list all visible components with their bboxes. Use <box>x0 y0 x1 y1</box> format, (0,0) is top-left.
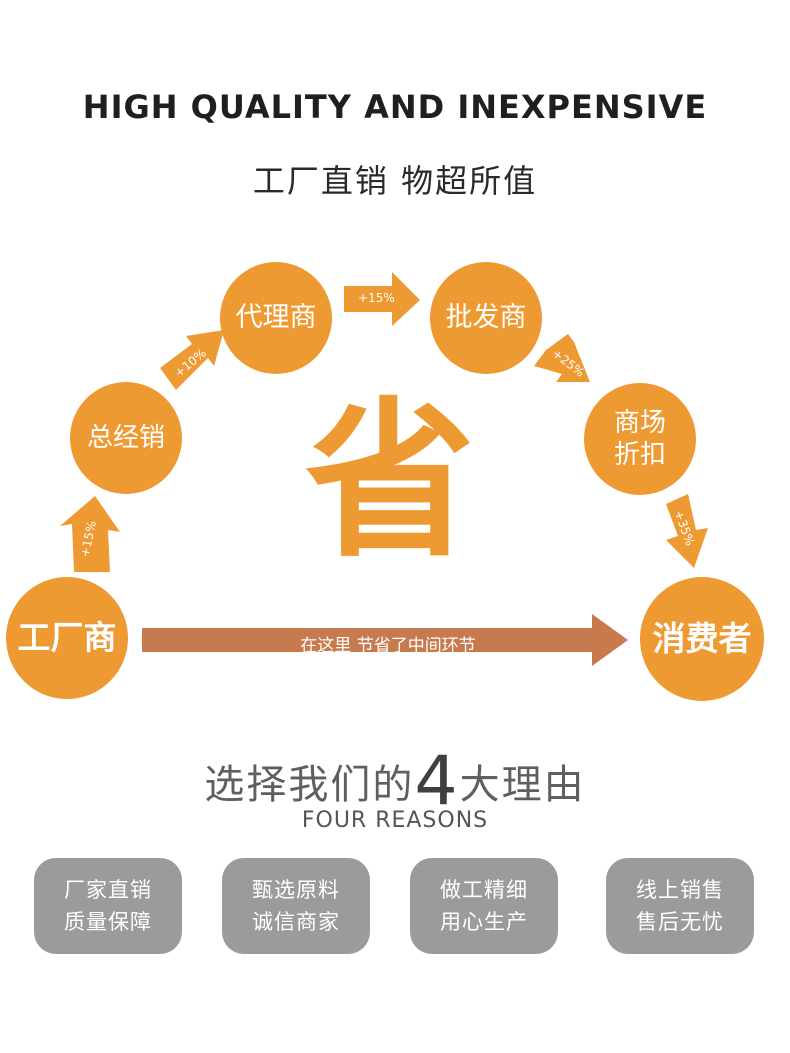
markup-arrow-4 <box>534 334 590 382</box>
reason-card-4: 线上销售 售后无忧 <box>606 858 754 954</box>
reasons-title: 选择我们的4大理由 <box>0 742 790 821</box>
node-mall-line1: 商场 <box>613 407 666 438</box>
markup-arrow-1 <box>60 496 120 572</box>
page-title: HIGH QUALITY AND INEXPENSIVE <box>82 88 708 126</box>
node-mall-discount: 商场 折扣 <box>584 383 696 495</box>
reason-card-line2: 用心生产 <box>440 910 528 934</box>
direct-arrow <box>142 614 628 666</box>
reason-card-3: 做工精细 用心生产 <box>410 858 558 954</box>
reason-card-line2: 诚信商家 <box>252 910 340 934</box>
page-subtitle: 工厂直销 物超所值 <box>252 162 538 200</box>
reason-card-line2: 售后无忧 <box>636 910 724 934</box>
markup-arrow-3 <box>344 272 420 326</box>
reasons-title-number: 4 <box>414 742 460 821</box>
save-character: 省 <box>304 383 475 581</box>
reason-card-line1: 线上销售 <box>636 878 724 902</box>
markup-arrow-5 <box>666 494 708 568</box>
node-wholesaler: 批发商 <box>430 262 542 374</box>
reason-card-line1: 做工精细 <box>440 878 528 902</box>
node-distributor: 总经销 <box>70 382 182 494</box>
direct-arrow-label: 在这里 节省了中间环节 <box>300 636 476 656</box>
node-mall-line2: 折扣 <box>613 440 666 470</box>
reason-card-line1: 厂家直销 <box>64 878 152 902</box>
node-factory: 工厂商 <box>6 577 128 699</box>
reason-card-line2: 质量保障 <box>64 910 152 934</box>
reason-card-2: 甄选原料 诚信商家 <box>222 858 370 954</box>
reasons-title-before: 选择我们的 <box>204 762 415 808</box>
reason-card-1: 厂家直销 质量保障 <box>34 858 182 954</box>
node-agent: 代理商 <box>220 262 332 374</box>
markup-arrow-2 <box>160 330 224 390</box>
reasons-title-after: 大理由 <box>459 762 586 808</box>
node-consumer: 消费者 <box>640 577 764 701</box>
markup-label-3: +15% <box>358 291 395 305</box>
reasons-subtitle: FOUR REASONS <box>301 808 489 833</box>
reason-card-line1: 甄选原料 <box>252 878 340 902</box>
